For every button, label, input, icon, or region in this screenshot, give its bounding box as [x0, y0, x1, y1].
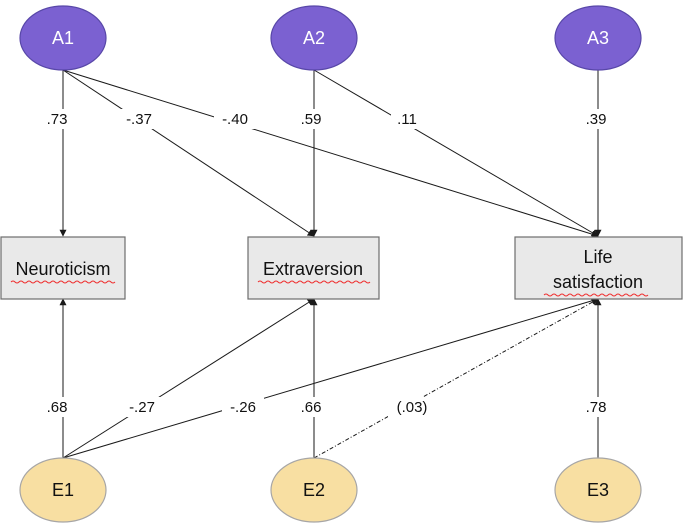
latent-e3-node	[554, 457, 642, 523]
coef-e1-neuroticism: .68	[47, 399, 68, 416]
spellcheck-underline-icon	[543, 293, 649, 297]
life-satisfaction-label-line1: Life	[583, 247, 612, 267]
spellcheck-underline-icon	[10, 280, 116, 284]
latent-e1-label: E1	[52, 480, 74, 500]
coef-a1-life-satisfaction: -.40	[222, 111, 248, 128]
latent-a1-node	[19, 5, 107, 71]
path-a1-life-satisfaction	[62, 69, 599, 238]
latent-a2-node	[270, 5, 358, 71]
coef-a1-neuroticism: .73	[47, 111, 68, 128]
path-e1-life-satisfaction	[62, 297, 599, 459]
latent-a3-label: A3	[587, 28, 609, 48]
path-a1-extraversion	[62, 69, 315, 237]
latent-a2-label: A2	[303, 28, 325, 48]
coef-a2-life-satisfaction: .11	[397, 111, 417, 128]
coef-e2-life-satisfaction: (.03)	[397, 399, 428, 416]
latent-e3-label: E3	[587, 480, 609, 500]
neuroticism-label: Neuroticism	[15, 259, 110, 279]
coef-a1-extraversion: -.37	[126, 111, 152, 128]
latent-e1-node	[19, 457, 107, 523]
latent-e2-node	[270, 457, 358, 523]
coef-a2-extraversion: .59	[301, 111, 322, 128]
coef-e3-life-satisfaction: .78	[586, 399, 607, 416]
spellcheck-underline-icon	[257, 280, 371, 284]
coef-e1-extraversion: -.27	[129, 399, 155, 416]
coef-a3-life-satisfaction: .39	[586, 111, 607, 128]
latent-e-nodes: E1 E2 E3	[19, 457, 642, 523]
path-e1-extraversion	[62, 298, 315, 459]
neuroticism-box	[0, 236, 126, 300]
paths-group	[59, 69, 602, 459]
coef-e2-extraversion: .66	[301, 399, 322, 416]
coefficients-group: .73 -.37 -.40 .59 .11 .39 .68 -.27 -.26 …	[38, 109, 615, 417]
latent-a3-node	[554, 5, 642, 71]
life-satisfaction-label-line2: satisfaction	[553, 272, 643, 292]
path-e2-life-satisfaction	[313, 298, 599, 459]
latent-e2-label: E2	[303, 480, 325, 500]
coef-e1-life-satisfaction: -.26	[230, 399, 256, 416]
latent-a-nodes: A1 A2 A3	[19, 5, 642, 71]
extraversion-label: Extraversion	[263, 259, 363, 279]
path-a2-life-satisfaction	[313, 69, 599, 237]
observed-variables: Neuroticism Extraversion Life satisfacti…	[0, 236, 683, 300]
life-satisfaction-box	[514, 236, 683, 300]
extraversion-box	[247, 236, 380, 300]
latent-a1-label: A1	[52, 28, 74, 48]
